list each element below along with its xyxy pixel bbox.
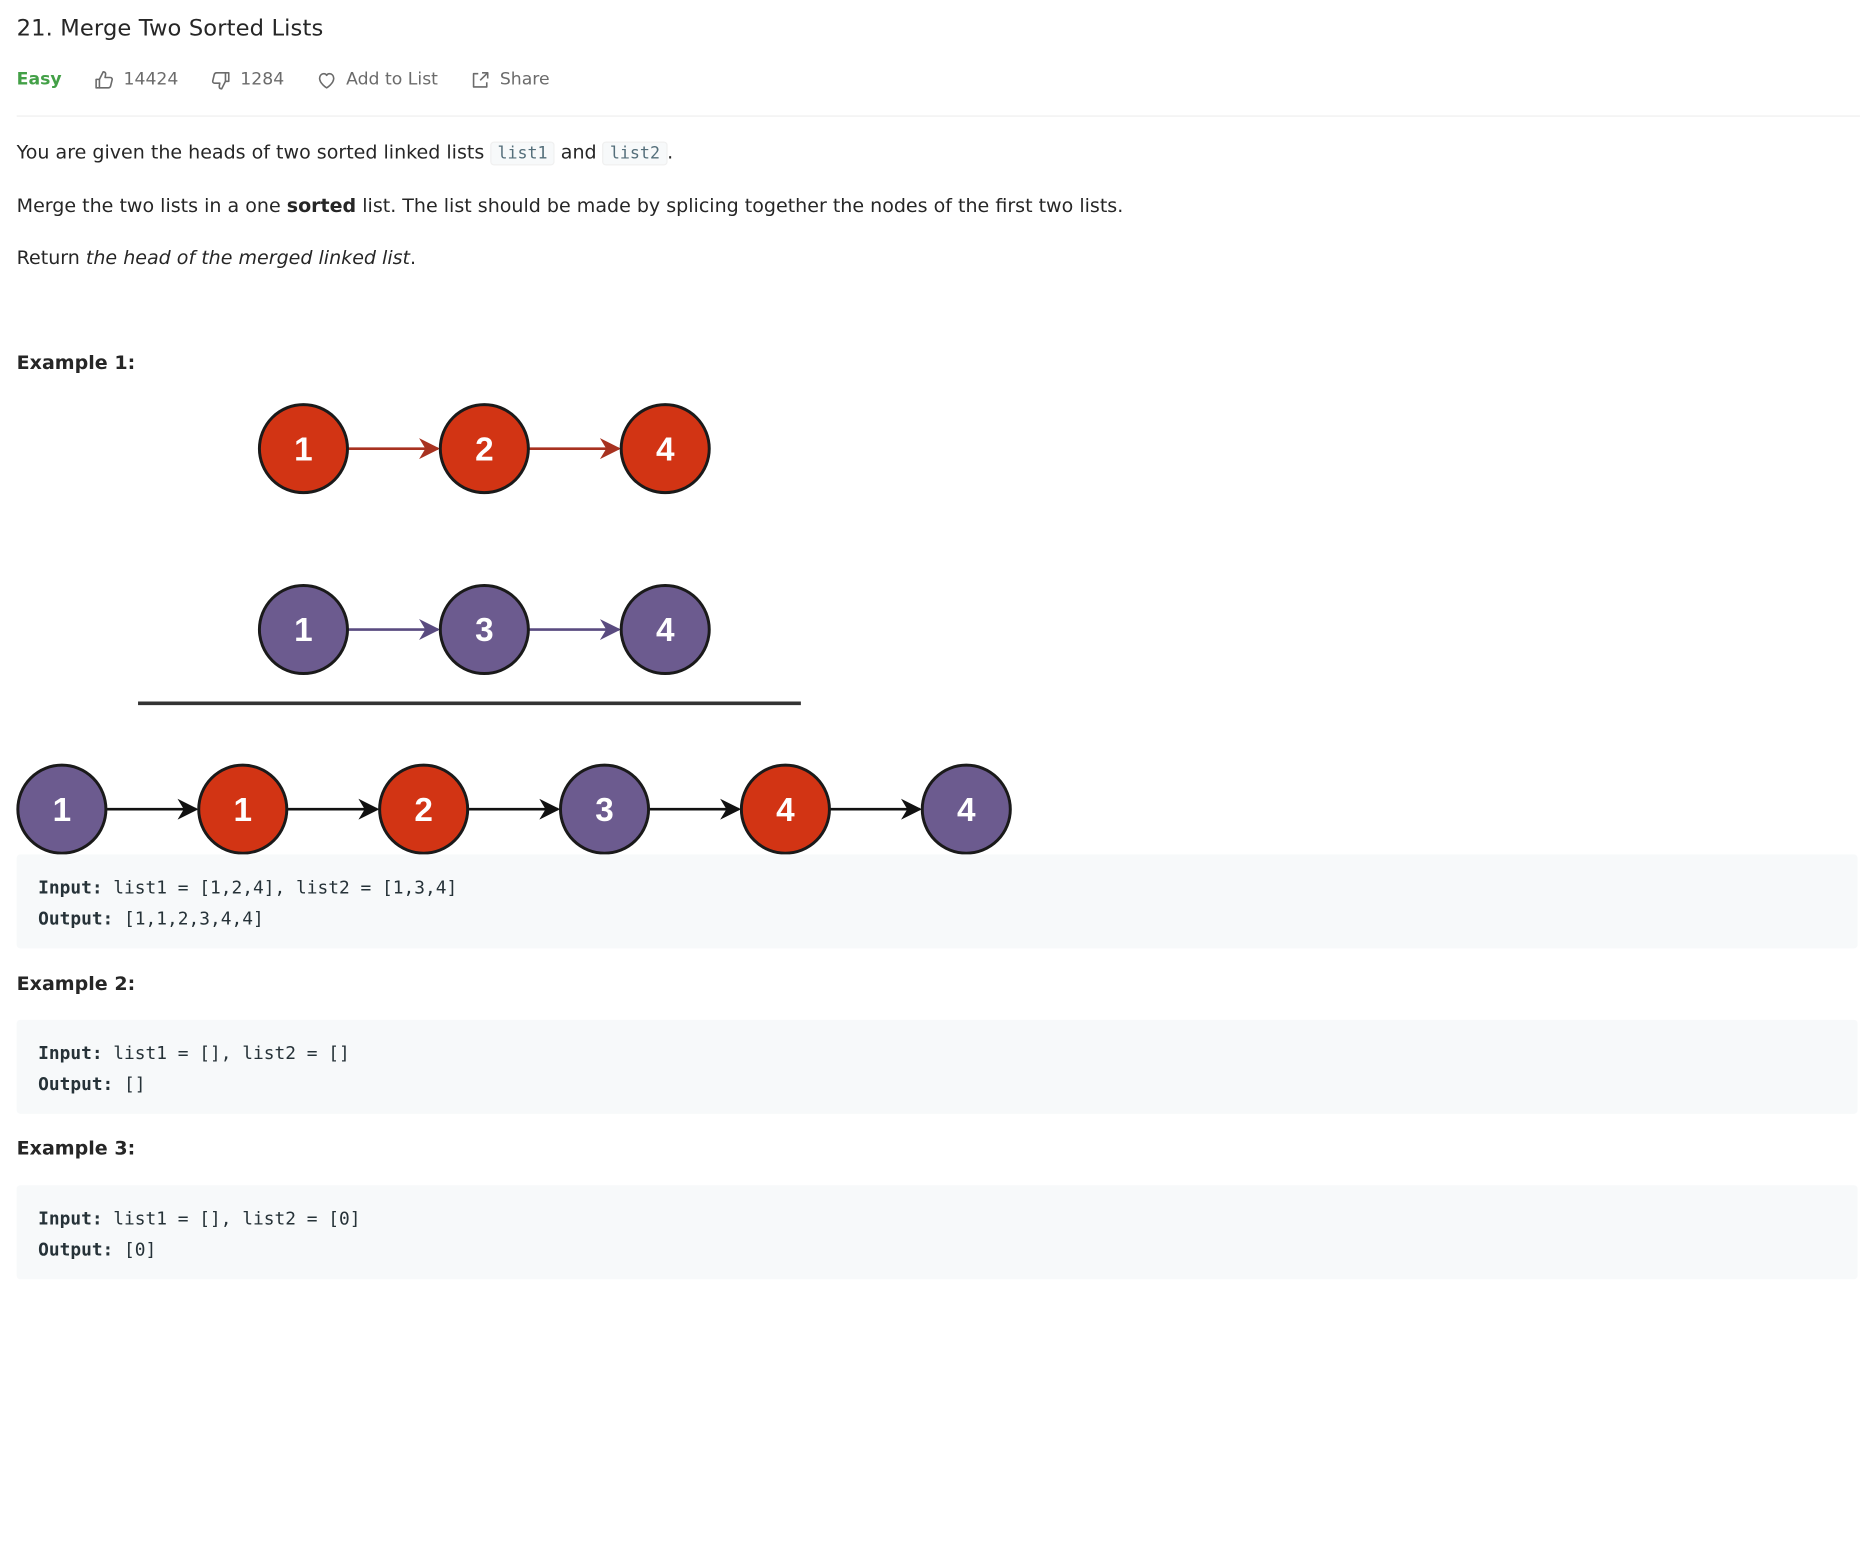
example-1-title: Example 1: (16, 351, 136, 374)
like-button[interactable]: 14424 (93, 68, 179, 91)
description-text: list. The list should be made by splicin… (356, 193, 1124, 217)
list1-node-value: 1 (294, 431, 313, 468)
merged-list-node-value: 1 (233, 792, 252, 829)
thumbs-up-icon (95, 70, 113, 89)
add-to-list-label: Add to List (346, 70, 438, 90)
merged-list-node (739, 763, 831, 855)
list1-node (438, 403, 530, 495)
example-1-input-value: list1 = [1,2,4], list2 = [1,3,4] (102, 877, 458, 899)
problem-meta-bar: Easy 14424 1284 Add to List (17, 65, 581, 94)
example-2-title: Example 2: (16, 972, 136, 995)
merged-list-node (378, 763, 470, 855)
description-text: Return (16, 246, 86, 269)
output-label: Output: (38, 1238, 114, 1261)
merged-list-node (559, 763, 651, 855)
description-text: . (667, 140, 674, 164)
input-label: Input: (38, 1042, 103, 1064)
merged-list-node-value: 1 (53, 792, 72, 829)
description-italic-text: the head of the merged linked list (85, 246, 411, 269)
example-3-output-line: Output: [0] (38, 1234, 1836, 1265)
list1-node (619, 403, 711, 495)
description-paragraph-3: Return the head of the merged linked lis… (17, 246, 416, 269)
example-2-input-line: Input: list1 = [], list2 = [] (38, 1038, 1836, 1069)
list2-node-value: 3 (475, 612, 494, 649)
example-1-code-block: Input: list1 = [1,2,4], list2 = [1,3,4] … (16, 854, 1858, 949)
example-2-output-value: [] (113, 1073, 146, 1095)
heart-icon (318, 72, 335, 89)
example-3-code-block: Input: list1 = [], list2 = [0] Output: [… (16, 1185, 1858, 1280)
merged-list-node (197, 763, 289, 855)
merged-list-node-value: 2 (414, 792, 433, 829)
example-2-input-value: list1 = [], list2 = [] (102, 1042, 350, 1064)
output-label: Output: (38, 1073, 114, 1095)
merged-list-node (920, 763, 1012, 855)
share-button[interactable]: Share (469, 68, 550, 91)
input-label: Input: (38, 1207, 103, 1230)
description-text: and (554, 140, 603, 164)
description-paragraph-2: Merge the two lists in a one sorted list… (17, 194, 1124, 217)
example-3-output-value: [0] (113, 1238, 157, 1261)
problem-title: 21. Merge Two Sorted Lists (16, 15, 324, 42)
merged-list-node-value: 3 (595, 792, 614, 829)
example-2-code-block: Input: list1 = [], list2 = [] Output: [] (16, 1019, 1858, 1114)
example-3-input-value: list1 = [], list2 = [0] (102, 1207, 361, 1230)
description-bold-text: sorted (286, 193, 357, 217)
header-divider (16, 115, 1860, 117)
list2-node-value: 4 (656, 612, 675, 649)
list1-node (257, 403, 349, 495)
share-label: Share (499, 70, 550, 90)
description-text: . (410, 246, 417, 269)
example-1-output-line: Output: [1,1,2,3,4,4] (38, 903, 1836, 934)
share-icon (472, 71, 489, 88)
description-paragraph-1: You are given the heads of two sorted li… (16, 140, 674, 166)
list1-node-value: 4 (656, 431, 675, 468)
diagram-nodes: 1 2 4 1 3 4 1 1 2 3 4 4 (16, 403, 1012, 855)
dislike-count: 1284 (240, 70, 285, 90)
list2-node (438, 583, 530, 676)
merged-list-node (16, 763, 108, 855)
list2-node-value: 1 (294, 612, 313, 649)
add-to-list-button[interactable]: Add to List (315, 68, 438, 91)
output-label: Output: (38, 907, 114, 930)
inline-code-list2: list2 (602, 141, 668, 166)
example-1-output-value: [1,1,2,3,4,4] (113, 907, 264, 930)
diagram-edges (105, 438, 922, 820)
list2-node (257, 583, 349, 676)
description-text: You are given the heads of two sorted li… (16, 140, 491, 164)
merged-list-node-value: 4 (957, 792, 976, 829)
input-label: Input: (38, 877, 103, 899)
inline-code-list1: list1 (490, 141, 555, 166)
example-3-input-line: Input: list1 = [], list2 = [0] (38, 1203, 1836, 1234)
thumbs-down-icon (211, 71, 230, 90)
list1-node-value: 2 (475, 431, 494, 468)
difficulty-badge: Easy (16, 70, 62, 90)
list2-node (619, 583, 711, 676)
example-1-input-line: Input: list1 = [1,2,4], list2 = [1,3,4] (38, 872, 1836, 903)
dislike-button[interactable]: 1284 (209, 68, 284, 91)
linked-list-diagram: 1 2 4 1 3 4 1 1 2 3 4 4 (16, 403, 1012, 855)
like-count: 14424 (123, 70, 179, 90)
merged-list-node-value: 4 (776, 792, 795, 829)
description-text: Merge the two lists in a one (16, 193, 287, 217)
example-2-output-line: Output: [] (38, 1069, 1836, 1100)
example-3-title: Example 3: (16, 1136, 136, 1160)
